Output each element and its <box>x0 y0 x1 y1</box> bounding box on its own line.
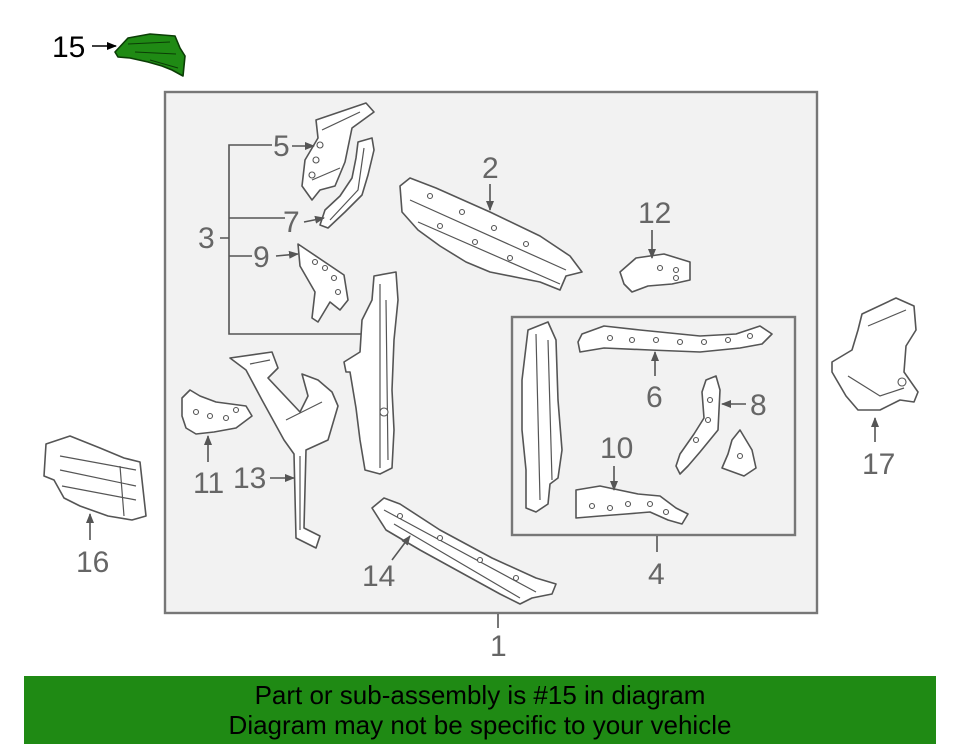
label-2: 2 <box>482 152 499 185</box>
label-10: 10 <box>600 432 633 465</box>
label-13: 13 <box>233 462 266 495</box>
part-11[interactable] <box>181 389 253 435</box>
part-13[interactable] <box>229 351 339 549</box>
leader-7 <box>303 215 325 224</box>
label-6: 6 <box>646 381 663 414</box>
part-15-highlighted[interactable] <box>114 33 186 77</box>
info-banner: Part or sub-assembly is #15 in diagram D… <box>24 676 936 744</box>
label-12: 12 <box>638 197 671 230</box>
label-16: 16 <box>76 546 109 579</box>
part-16[interactable] <box>43 435 147 521</box>
label-3: 3 <box>198 222 215 255</box>
part-3-pillar[interactable] <box>343 271 399 475</box>
part-5[interactable] <box>301 102 375 201</box>
banner-line-2: Diagram may not be specific to your vehi… <box>228 710 732 740</box>
part-6[interactable] <box>577 325 773 353</box>
bracket-3 <box>220 144 362 335</box>
part-10[interactable] <box>575 485 689 525</box>
label-9: 9 <box>253 241 270 274</box>
label-11: 11 <box>193 467 224 500</box>
label-1: 1 <box>490 630 507 663</box>
label-8: 8 <box>750 389 767 422</box>
part-8[interactable] <box>675 375 757 477</box>
label-5: 5 <box>273 130 290 163</box>
part-14[interactable] <box>371 497 557 605</box>
leader-9 <box>275 250 299 259</box>
leader-14 <box>391 535 411 561</box>
part-2[interactable] <box>399 177 583 291</box>
label-4: 4 <box>648 558 665 591</box>
label-15: 15 <box>52 31 85 64</box>
part-17[interactable] <box>831 297 919 411</box>
banner-line-1: Part or sub-assembly is #15 in diagram <box>254 680 706 710</box>
part-4-pillar[interactable] <box>521 321 563 513</box>
label-14: 14 <box>362 560 395 593</box>
label-17: 17 <box>862 448 895 481</box>
part-9[interactable] <box>297 243 349 323</box>
part-7[interactable] <box>319 137 375 229</box>
label-7: 7 <box>283 206 300 239</box>
